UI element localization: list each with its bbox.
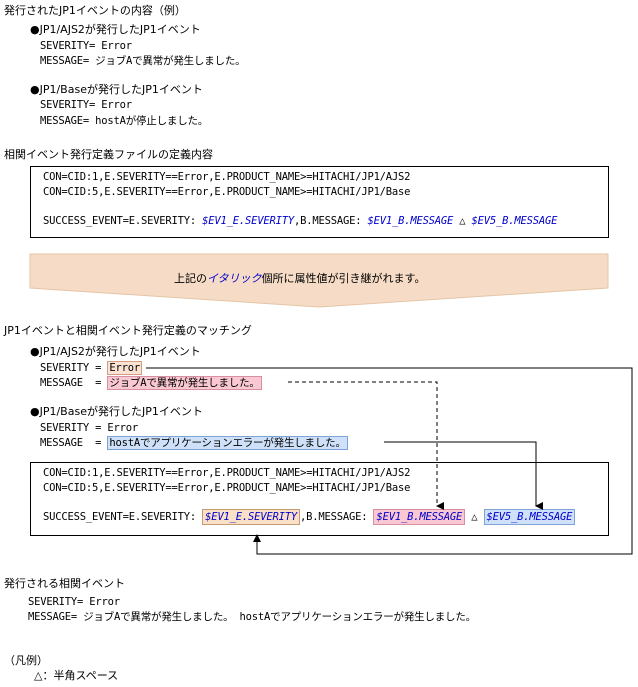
space-symbol-2: △ (471, 511, 478, 523)
banner-prefix: 上記の (174, 272, 207, 285)
success-event-line-2: SUCCESS_EVENT=E.SEVERITY: $EV1_E.SEVERIT… (43, 509, 576, 525)
section1-title: 発行されたJP1イベントの内容（例） (4, 4, 186, 17)
match-event2-message: MESSAGE = hostAでアプリケーションエラーが発生しました。 (40, 436, 348, 450)
event1-severity: SEVERITY= Error (40, 40, 132, 52)
mid-text: ,B.MESSAGE: (294, 215, 362, 227)
var-ev5-message: $EV5_B.MESSAGE (471, 215, 558, 227)
match-message-label: MESSAGE = (40, 377, 102, 389)
success-prefix-2: SUCCESS_EVENT=E.SEVERITY: (43, 511, 197, 523)
legend-item: △：半角スペース (34, 669, 119, 682)
event1-message: MESSAGE= ジョブAで異常が発生しました。 (40, 55, 246, 67)
success-prefix: SUCCESS_EVENT=E.SEVERITY: (43, 215, 197, 227)
banner-text: 上記のイタリック個所に属性値が引き継がれます。 (174, 272, 425, 286)
match-severity-label: SEVERITY = (40, 362, 102, 374)
result-message: MESSAGE= ジョブAで異常が発生しました。 hostAでアプリケーションエ… (28, 611, 476, 623)
def2-line-1: CON=CID:1,E.SEVERITY==Error,E.PRODUCT_NA… (43, 467, 411, 479)
match-event2-header: ●JP1/Baseが発行したJP1イベント (30, 405, 203, 418)
var-ev5-message-2: $EV5_B.MESSAGE (483, 509, 576, 525)
mid-text-2: ,B.MESSAGE: (300, 511, 368, 523)
space-symbol: △ (459, 215, 466, 227)
match-event1-message: MESSAGE = ジョブAで異常が発生しました。 (40, 376, 262, 390)
section3-title: JP1イベントと相関イベント発行定義のマッチング (4, 324, 252, 337)
var-ev1-severity-2: $EV1_E.SEVERITY (202, 509, 300, 525)
section2-title: 相関イベント発行定義ファイルの定義内容 (4, 148, 213, 161)
def-line-1: CON=CID:1,E.SEVERITY==Error,E.PRODUCT_NA… (43, 171, 411, 183)
section4-title: 発行される相関イベント (4, 577, 125, 590)
banner-suffix: 個所に属性値が引き継がれます。 (261, 272, 426, 285)
def2-line-2: CON=CID:5,E.SEVERITY==Error,E.PRODUCT_NA… (43, 482, 411, 494)
def-line-2: CON=CID:5,E.SEVERITY==Error,E.PRODUCT_NA… (43, 186, 411, 198)
definition-box-1: CON=CID:1,E.SEVERITY==Error,E.PRODUCT_NA… (30, 166, 609, 238)
banner-italic: イタリック (207, 272, 262, 285)
match-event2-severity: SEVERITY = Error (40, 422, 138, 434)
result-severity: SEVERITY= Error (28, 596, 120, 608)
event2-severity: SEVERITY= Error (40, 99, 132, 111)
var-ev1-severity: $EV1_E.SEVERITY (202, 215, 294, 227)
match-message-value-b: hostAでアプリケーションエラーが発生しました。 (107, 436, 348, 450)
event2-message: MESSAGE= hostAが停止しました。 (40, 115, 209, 127)
var-ev1-message: $EV1_B.MESSAGE (367, 215, 454, 227)
match-message-value-a: ジョブAで異常が発生しました。 (107, 376, 262, 390)
legend-title: （凡例） (4, 654, 48, 667)
definition-box-2: CON=CID:1,E.SEVERITY==Error,E.PRODUCT_NA… (30, 462, 609, 536)
match-message-label-2: MESSAGE = (40, 437, 102, 449)
success-event-line: SUCCESS_EVENT=E.SEVERITY: $EV1_E.SEVERIT… (43, 214, 557, 228)
event1-header: ●JP1/AJS2が発行したJP1イベント (30, 23, 201, 36)
event2-header: ●JP1/Baseが発行したJP1イベント (30, 83, 203, 96)
match-event1-header: ●JP1/AJS2が発行したJP1イベント (30, 345, 201, 358)
var-ev1-message-2: $EV1_B.MESSAGE (373, 509, 466, 525)
match-event1-severity: SEVERITY = Error (40, 361, 142, 375)
match-severity-value: Error (107, 361, 142, 375)
